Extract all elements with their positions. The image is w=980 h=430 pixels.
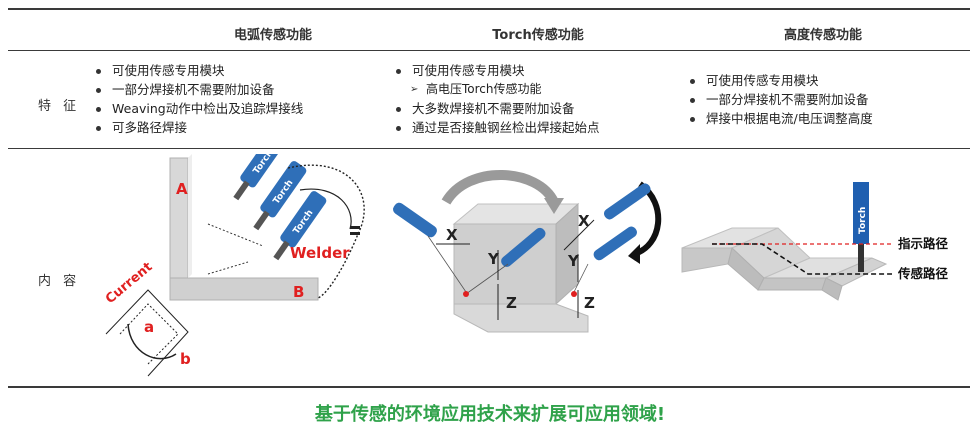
- row-label-features: 特 征: [38, 99, 81, 114]
- row-label-content: 内 容: [38, 274, 81, 289]
- sensing-path-label: 传感路径: [897, 266, 949, 281]
- guide-path-label: 指示路径: [898, 236, 949, 251]
- list-item: 一部分焊接机不需要附加设备: [92, 80, 303, 99]
- list-subitem: 高电压Torch传感功能: [392, 80, 600, 99]
- list-item: 可使用传感专用模块: [686, 71, 873, 90]
- height-feature-list: 可使用传感专用模块 一部分焊接机不需要附加设备 焊接中根据电流/电压调整高度: [686, 71, 873, 128]
- axis-x-left: X: [446, 226, 458, 244]
- header-arc-sensing: 电弧传感功能: [233, 28, 312, 43]
- torch-icon: [393, 202, 437, 238]
- list-item: 通过是否接触钢丝检出焊接起始点: [392, 118, 600, 137]
- plate-b-label: B: [293, 283, 304, 301]
- header-torch-sensing: Torch传感功能: [492, 28, 584, 43]
- axis-z-right: Z: [584, 294, 595, 312]
- torch-icon: [501, 227, 546, 267]
- header-rule: [8, 50, 970, 51]
- torch-icon: [853, 182, 869, 244]
- current-label: Current: [103, 260, 155, 307]
- header-height-sensing: 高度传感功能: [783, 28, 862, 43]
- list-item: 可使用传感专用模块: [392, 61, 600, 80]
- arc-sensing-diagram: A B Torch Torch Torch Welder Current: [103, 154, 365, 377]
- height-sensing-diagram: Torch 指示路径 传感路径: [681, 182, 949, 301]
- torch-icon: [603, 183, 651, 220]
- list-item: 可使用传感专用模块: [92, 61, 303, 80]
- axis-y-left: Y: [487, 250, 500, 268]
- features-rule: [8, 148, 970, 149]
- welder-label: Welder: [290, 244, 350, 262]
- table-top-rule: [8, 8, 970, 10]
- arc-feature-list: 可使用传感专用模块 一部分焊接机不需要附加设备 Weaving动作中检出及追踪焊…: [92, 61, 303, 137]
- list-item: 焊接中根据电流/电压调整高度: [686, 109, 873, 128]
- list-item: 可多路径焊接: [92, 118, 303, 137]
- point-b-label: b: [180, 350, 191, 368]
- svg-text:Torch: Torch: [858, 207, 868, 234]
- list-item: 大多数焊接机不需要附加设备: [392, 99, 600, 118]
- axis-z-left: Z: [506, 294, 517, 312]
- axis-y-right: Y: [567, 252, 580, 270]
- comparison-table: 电弧传感功能 Torch传感功能 高度传感功能 特 征 内 容 可使用传感专用模…: [8, 8, 970, 388]
- torch-feature-list: 可使用传感专用模块 高电压Torch传感功能 大多数焊接机不需要附加设备 通过是…: [392, 61, 600, 137]
- table-bottom-rule: [8, 386, 970, 388]
- footer-slogan: 基于传感的环境应用技术来扩展可应用领域!: [314, 404, 666, 425]
- plate-a-label: A: [176, 180, 188, 198]
- axis-x-right: X: [578, 212, 590, 230]
- list-item: 一部分焊接机不需要附加设备: [686, 90, 873, 109]
- list-item: Weaving动作中检出及追踪焊接线: [92, 99, 303, 118]
- torch-icon: [593, 226, 637, 261]
- torch-sensing-diagram: X Y Z X Y Z: [393, 170, 662, 333]
- point-a-label: a: [144, 318, 154, 336]
